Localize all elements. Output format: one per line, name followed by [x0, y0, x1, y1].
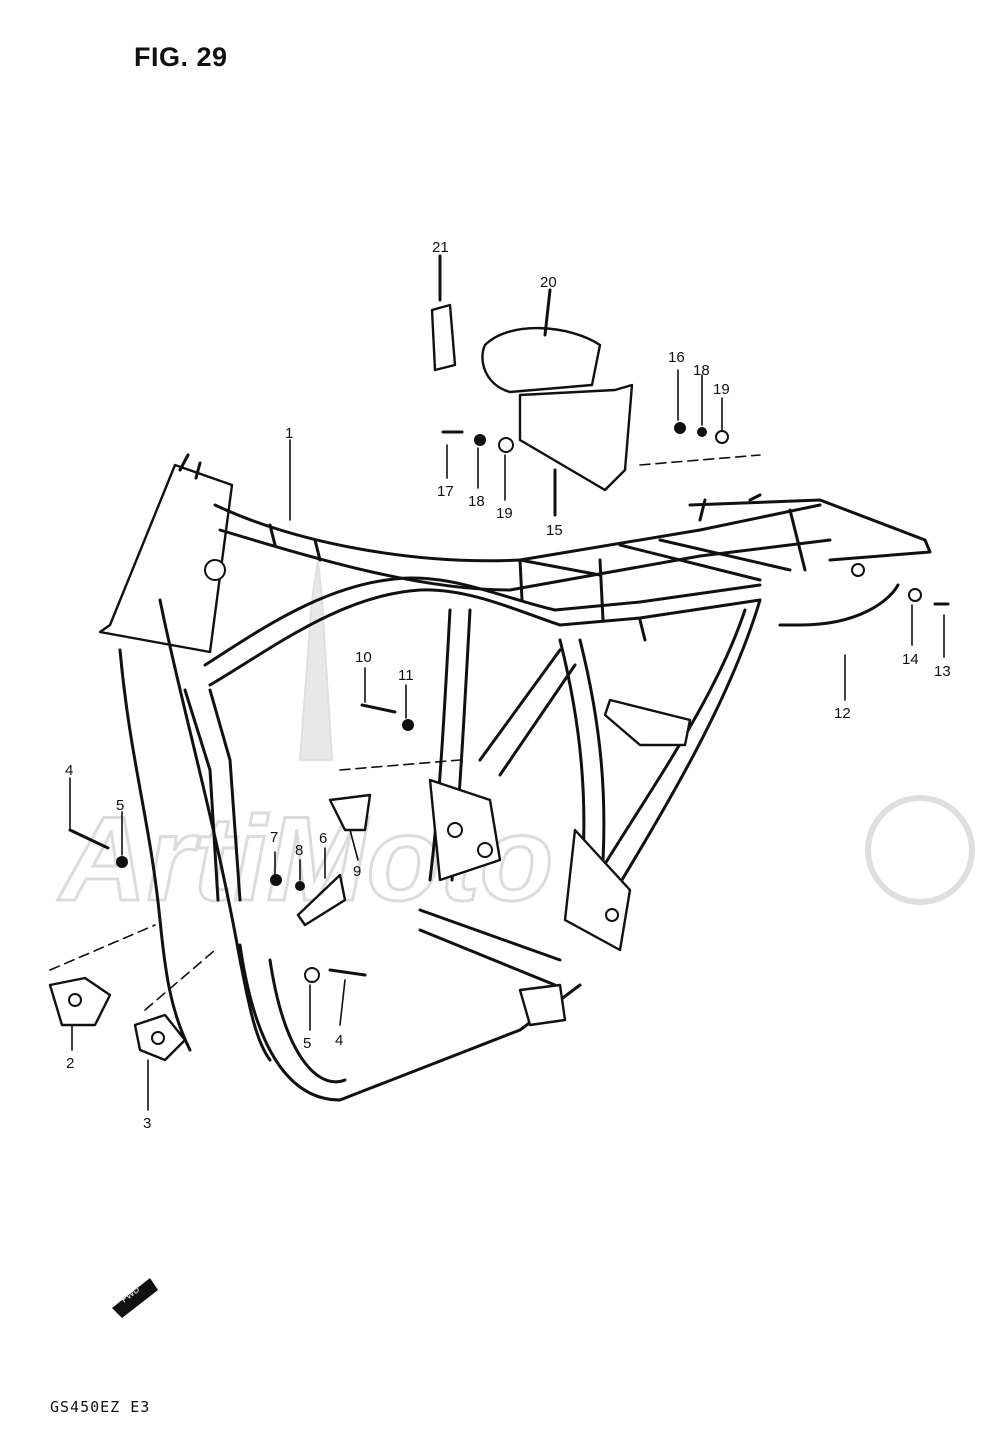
callout-18a: 18 — [468, 493, 485, 510]
diagonal-brace — [478, 648, 577, 777]
bolt-7 — [270, 874, 282, 886]
pivot-hole-2 — [477, 842, 493, 858]
callout-14: 14 — [902, 651, 919, 668]
washer-19-right — [715, 430, 729, 444]
dashed-line-3 — [144, 949, 216, 1011]
callout-3: 3 — [143, 1115, 151, 1132]
engine-crossmember — [418, 908, 562, 987]
leader-20 — [543, 288, 552, 337]
washer-19-left — [498, 437, 514, 453]
steering-head-hole — [204, 559, 226, 581]
callout-19b: 19 — [713, 381, 730, 398]
callout-4b: 4 — [335, 1032, 343, 1049]
model-code: GS450EZ E3 — [50, 1398, 151, 1416]
nut-11 — [402, 719, 414, 731]
top-tube-lower — [218, 528, 832, 592]
dashed-line-15 — [639, 454, 761, 466]
dashed-line-2 — [49, 924, 156, 971]
seat-loop — [518, 558, 605, 622]
cover-part-20 — [481, 326, 602, 394]
rear-stay — [593, 598, 762, 902]
mount-plate-3-hole — [151, 1031, 165, 1045]
plate-part-9 — [328, 793, 372, 832]
callout-6: 6 — [319, 830, 327, 847]
fitting-12 — [851, 563, 865, 577]
washer-18-left — [474, 434, 486, 446]
lower-cradle-tube — [238, 943, 582, 1102]
rear-seat-rail — [688, 498, 932, 562]
swingarm-pivot-plate-right — [563, 828, 632, 952]
bracket-part-15 — [518, 383, 634, 492]
rear-crossmember — [618, 538, 792, 582]
rear-footrest-plate — [603, 698, 692, 747]
leader-lines — [69, 369, 945, 1111]
callout-13: 13 — [934, 663, 951, 680]
callout-18b: 18 — [693, 362, 710, 379]
front-downtube-left — [118, 648, 192, 1052]
washer-5-lower — [304, 967, 320, 983]
plate-part-6 — [296, 873, 347, 927]
callout-5b: 5 — [303, 1035, 311, 1052]
callout-21: 21 — [432, 239, 449, 256]
callout-labels: 1 2 3 4 4 5 5 6 7 8 9 10 11 12 13 14 15 … — [65, 239, 951, 1132]
bolt-10 — [360, 703, 397, 714]
fwd-arrow-icon: FWD — [112, 1278, 158, 1318]
steering-head-tab — [178, 453, 202, 480]
figure-title: FIG. 29 — [134, 42, 228, 72]
bolt-16 — [674, 422, 686, 434]
frame-tabs — [268, 523, 647, 642]
pivot-hole-1 — [447, 822, 463, 838]
callout-7: 7 — [270, 829, 278, 846]
rear-rail-bracket — [698, 493, 807, 572]
callout-17: 17 — [437, 483, 454, 500]
main-spar — [208, 588, 762, 687]
callout-1: 1 — [285, 425, 293, 442]
dashed-line-9 — [339, 759, 461, 771]
top-tube-upper — [213, 503, 822, 563]
bolt-4-left — [68, 828, 110, 850]
callout-2: 2 — [66, 1055, 74, 1072]
nut-8 — [295, 881, 305, 891]
callout-9: 9 — [353, 863, 361, 880]
washer-14 — [908, 588, 922, 602]
footrest-bracket — [518, 983, 567, 1027]
washer-18-right — [697, 427, 707, 437]
callout-19a: 19 — [496, 505, 513, 522]
pivot-hole-3 — [605, 908, 619, 922]
callout-5a: 5 — [116, 797, 124, 814]
rod-part-12 — [778, 583, 900, 627]
mount-plate-2-hole — [68, 993, 82, 1007]
callout-20: 20 — [540, 274, 557, 291]
callout-10: 10 — [355, 649, 372, 666]
callout-4a: 4 — [65, 762, 73, 779]
main-spar-inner — [203, 576, 762, 667]
callout-11: 11 — [398, 667, 414, 684]
lower-cradle-inner — [268, 958, 347, 1084]
front-downtube-brace — [183, 688, 242, 902]
main-frame — [98, 453, 932, 1102]
bolt-4-lower — [328, 968, 367, 977]
callout-12: 12 — [834, 705, 851, 722]
watermark-wheel — [865, 795, 975, 905]
callout-8: 8 — [295, 842, 303, 859]
fitting-part-21 — [430, 303, 457, 372]
watermark-tower — [298, 559, 334, 761]
steering-head-tube — [98, 463, 234, 654]
callout-15: 15 — [546, 522, 563, 539]
front-downtube-right — [158, 598, 272, 1062]
callout-16: 16 — [668, 349, 685, 366]
washer-5-left — [116, 856, 128, 868]
